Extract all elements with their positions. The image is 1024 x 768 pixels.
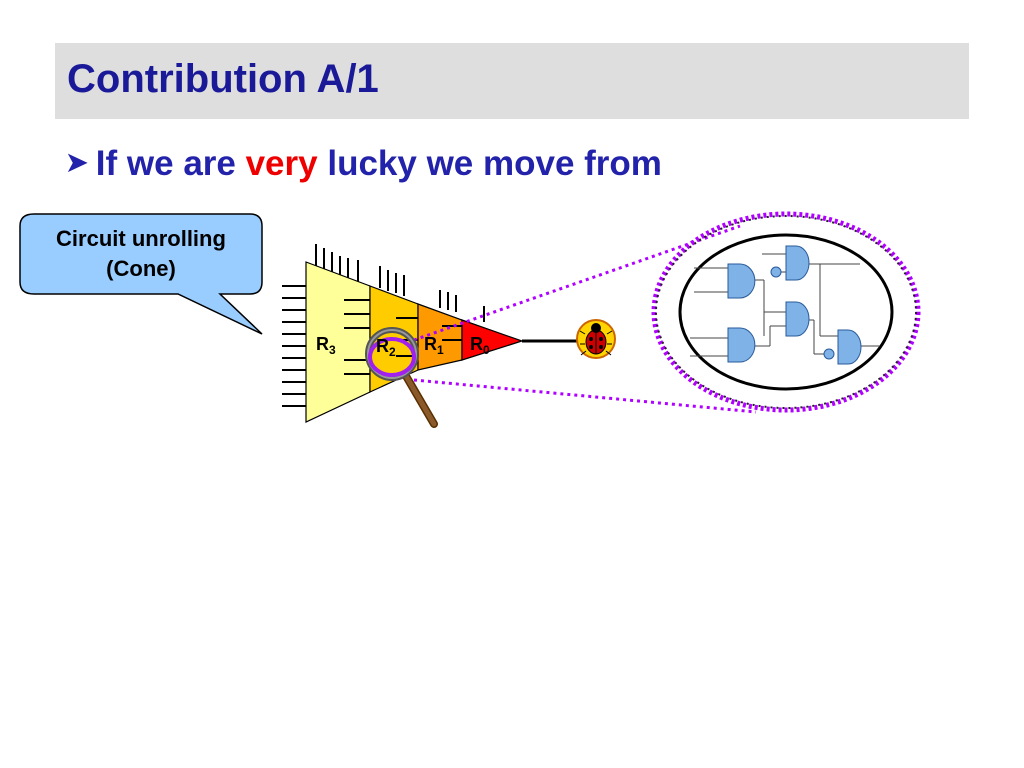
zoom-ellipse-dotted (651, 211, 921, 413)
region-label-r1: R1 (424, 334, 444, 357)
circuit-wires (690, 253, 880, 357)
region-label-r0: R0 (470, 334, 490, 357)
slide-title: Contribution A/1 (67, 57, 379, 101)
bullet-text-before: If we are (95, 144, 246, 183)
callout-line2: (Cone) (106, 256, 176, 281)
and-gate-5 (837, 329, 862, 365)
callout-bubble (19, 213, 263, 335)
input-ticks-left (282, 285, 306, 407)
and-gate-1 (727, 263, 756, 299)
inverter-bubbles (770, 266, 835, 360)
bullet-text-after: lucky we move from (317, 144, 662, 183)
zoom-lines (413, 224, 757, 414)
and-gate-4 (785, 301, 810, 337)
magnifying-glass-icon (365, 327, 438, 428)
and-gate-3 (785, 245, 810, 281)
zoom-ellipse-dotted-inner (655, 215, 917, 409)
title-bar: Contribution A/1 (55, 43, 969, 119)
region-label-r3: R3 (316, 334, 336, 357)
bullet-point: ➤If we are very lucky we move from (66, 144, 662, 184)
ladybug-icon (576, 319, 616, 359)
callout-line1: Circuit unrolling (56, 226, 226, 251)
region-label-r2: R2 (376, 336, 396, 359)
input-ticks-top (315, 244, 485, 322)
logic-gates (727, 245, 862, 365)
and-gate-2 (727, 327, 756, 363)
callout-text: Circuit unrolling (Cone) (20, 224, 262, 284)
bullet-emphasis: very (245, 144, 318, 183)
chevron-arrow-icon: ➤ (66, 147, 88, 177)
